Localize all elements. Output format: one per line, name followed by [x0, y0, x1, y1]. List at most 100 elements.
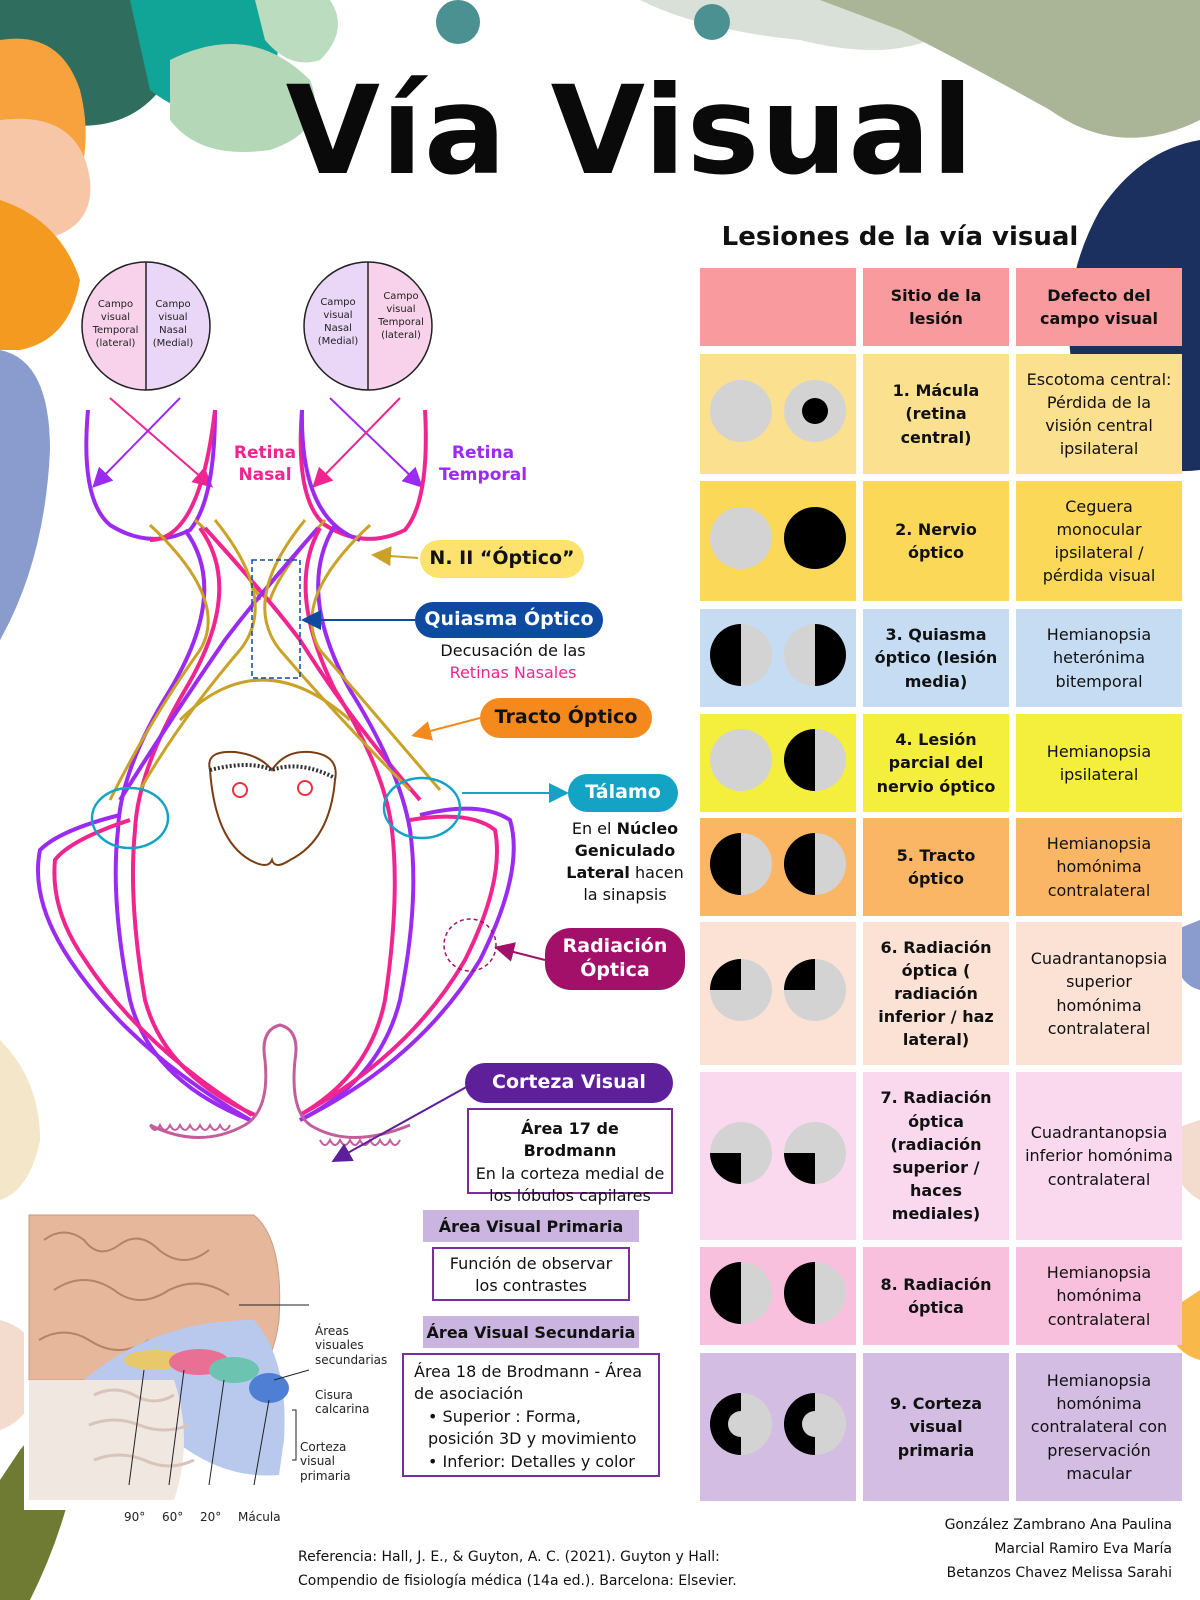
lesion-row-9-site: 9. Corteza visual primaria: [863, 1353, 1009, 1501]
thalamus-desc-1: En el: [571, 819, 612, 838]
lesion-row-3-defect: Hemianopsia heterónima bitemporal: [1016, 609, 1182, 707]
cortex-label: Corteza Visual: [465, 1063, 673, 1103]
fig-deg90: 90°: [124, 1510, 146, 1524]
thalamus-desc-2: Núcleo Geniculado Lateral: [566, 819, 679, 883]
author-2: Marcial Ramiro Eva María: [994, 1540, 1172, 1557]
right-eye-field-icon: [783, 1392, 847, 1462]
lesion-row-8-site: 8. Radiación óptica: [863, 1247, 1009, 1345]
page-title: Vía Visual: [285, 60, 975, 202]
visual-pathway-diagram: [36, 261, 569, 1162]
lesion-row-1-site: 1. Mácula (retina central): [863, 354, 1009, 474]
thalamus-drawing: [208, 750, 337, 866]
fig-secondary-areas: Áreas visuales secundarias: [315, 1324, 388, 1367]
lesion-row-9-defect: Hemianopsia homónima contralateral con p…: [1016, 1353, 1182, 1501]
cortex-box-text: En la corteza medial de los lóbulos capi…: [475, 1163, 665, 1206]
lesion-row-8-defect: Hemianopsia homónima contralateral: [1016, 1247, 1182, 1345]
optic-nerve-label: N. II “Óptico”: [420, 540, 584, 578]
lesion-row-2-site: 2. Nervio óptico: [863, 481, 1009, 601]
fig-macula: Mácula: [238, 1510, 281, 1524]
thalamus-desc-3: hacen la sinapsis: [583, 863, 684, 905]
left-eye-field-icon: [709, 1261, 773, 1331]
lesion-row-1-eyes: [700, 354, 856, 474]
right-eye-field-icon: [783, 1121, 847, 1191]
optic-tract-label: Tracto Óptico: [480, 698, 652, 738]
table-header-empty: [700, 268, 856, 346]
secondary-bullet-1: • Superior : Forma, posición 3D y movimi…: [428, 1406, 637, 1449]
right-eye-field-icon: [783, 623, 847, 693]
left-eye-field-icon: [709, 832, 773, 902]
author-1: González Zambrano Ana Paulina: [944, 1517, 1172, 1533]
secondary-area-text: Área 18 de Brodmann - Área de asociación: [414, 1362, 643, 1404]
reference: Referencia: Hall, J. E., & Guyton, A. C.…: [298, 1546, 758, 1594]
lesion-row-7-eyes: [700, 1072, 856, 1240]
left-eye-field-icon: [709, 958, 773, 1028]
right-eye-field-icon: [783, 728, 847, 798]
reference-line2: Compendio de fisiología médica (14a ed.)…: [298, 1572, 737, 1589]
fig-deg60: 60°: [162, 1510, 184, 1524]
lesion-row-3-eyes: [700, 609, 856, 707]
secondary-bullet-2: • Inferior: Detalles y color: [428, 1451, 635, 1471]
left-eye-field-icon: [709, 623, 773, 693]
lesion-row-4-eyes: [700, 714, 856, 812]
right-eye-field-icon: [783, 1261, 847, 1331]
right-eye-field-icon: [783, 832, 847, 902]
chiasm-description: Decusación de las Retinas Nasales: [428, 640, 598, 685]
lesion-row-2-eyes: [700, 481, 856, 601]
right-field-temporal: Campo visual Temporal (lateral): [378, 291, 424, 341]
fig-calcarine: Cisura calcarina: [315, 1388, 370, 1417]
left-field-nasal: Campo visual Nasal (Medial): [152, 299, 194, 349]
left-eye-field-icon: [709, 1392, 773, 1462]
secondary-area-heading: Área Visual Secundaria: [423, 1316, 639, 1348]
cortex-box-title: Área 17 de Brodmann: [521, 1119, 619, 1161]
left-eye-field-icon: [709, 728, 773, 798]
lesion-row-5-site: 5. Tracto óptico: [863, 818, 1009, 916]
table-header-defect: Defecto del campo visual: [1016, 268, 1182, 346]
secondary-bullet-2-text: Inferior: Detalles y color: [442, 1451, 635, 1471]
secondary-bullet-1-text: Superior : Forma, posición 3D y movimien…: [428, 1406, 637, 1449]
right-eye-field-icon: [783, 379, 847, 449]
right-field-nasal: Campo visual Nasal (Medial): [317, 297, 359, 347]
left-eye-field-icon: [709, 1121, 773, 1191]
lesion-row-8-eyes: [700, 1247, 856, 1345]
cortex-info-box: Área 17 de Brodmann En la corteza medial…: [467, 1108, 673, 1205]
fig-primary-cortex: Corteza visual primaria: [300, 1440, 351, 1483]
lesion-row-6-eyes: [700, 922, 856, 1065]
table-header-site: Sitio de la lesión: [863, 268, 1009, 346]
brain-figure: [24, 1210, 314, 1510]
lesion-row-4-site: 4. Lesión parcial del nervio óptico: [863, 714, 1009, 812]
lesion-row-5-defect: Hemianopsia homónima contralateral: [1016, 818, 1182, 916]
lesion-row-7-defect: Cuadrantanopsia inferior homónima contra…: [1016, 1072, 1182, 1240]
fig-deg20: 20°: [200, 1510, 222, 1524]
lesion-row-5-eyes: [700, 818, 856, 916]
reference-line1: Referencia: Hall, J. E., & Guyton, A. C.…: [298, 1549, 720, 1565]
secondary-area-box: Área 18 de Brodmann - Área de asociación…: [402, 1353, 660, 1477]
lesion-row-4-defect: Hemianopsia ipsilateral: [1016, 714, 1182, 812]
right-eye-field-icon: [783, 506, 847, 576]
primary-area-box: Función de observar los contrastes: [432, 1247, 630, 1301]
thalamus-label: Tálamo: [568, 774, 678, 812]
chiasm-desc-line1: Decusación de las: [440, 641, 586, 660]
lesion-row-6-site: 6. Radiación óptica ( radiación inferior…: [863, 922, 1009, 1065]
lesion-row-1-defect: Escotoma central: Pérdida de la visión c…: [1016, 354, 1182, 474]
lesion-row-3-site: 3. Quiasma óptico (lesión media): [863, 609, 1009, 707]
lesion-row-2-defect: Ceguera monocular ipsilateral / pérdida …: [1016, 481, 1182, 601]
retina-temporal-label: Retina Temporal: [438, 443, 528, 486]
lesion-row-6-defect: Cuadrantanopsia superior homónima contra…: [1016, 922, 1182, 1065]
left-field-temporal: Campo visual Temporal (lateral): [92, 299, 139, 349]
left-visual-field: [81, 261, 211, 391]
right-eye-field-icon: [783, 958, 847, 1028]
authors: González Zambrano Ana Paulina Marcial Ra…: [880, 1514, 1172, 1585]
lesions-title: Lesiones de la vía visual: [721, 222, 1079, 252]
radiation-label: Radiación Óptica: [545, 928, 685, 990]
retina-nasal-label: Retina Nasal: [233, 443, 297, 486]
right-visual-field: [303, 261, 433, 391]
chiasm-desc-line2: Retinas Nasales: [449, 663, 577, 683]
primary-area-heading: Área Visual Primaria: [423, 1210, 639, 1242]
chiasm-label: Quiasma Óptico: [415, 602, 603, 638]
lesion-row-7-site: 7. Radiación óptica (radiación superior …: [863, 1072, 1009, 1240]
left-eye-field-icon: [709, 379, 773, 449]
author-3: Betanzos Chavez Melissa Sarahi: [946, 1564, 1172, 1581]
thalamus-description: En el Núcleo Geniculado Lateral hacen la…: [560, 818, 690, 906]
lesion-row-9-eyes: [700, 1353, 856, 1501]
left-eye-field-icon: [709, 506, 773, 576]
